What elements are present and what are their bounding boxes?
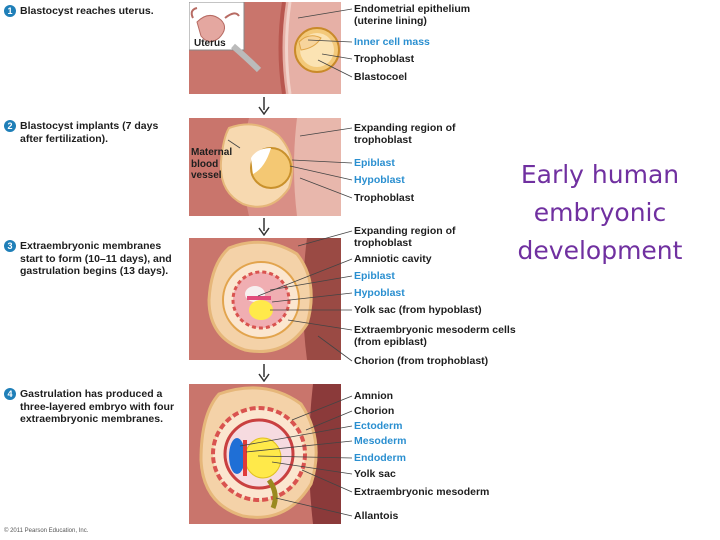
label-ectoderm: Ectoderm [354,420,403,432]
label-inner-cell-mass: Inner cell mass [354,36,430,48]
label-yolk-sac-4: Yolk sac [354,468,396,480]
label-endoderm: Endoderm [354,452,406,464]
step-2: 2 Blastocyst implants (7 days after ferti… [4,120,174,145]
label-expanding-trophoblast-3: Expanding region of trophoblast [354,225,456,249]
label-amniotic-cavity: Amniotic cavity [354,253,432,265]
label-extraembryonic-mesoderm: Extraembryonic mesoderm [354,486,490,498]
panel-3-image [189,238,341,360]
label-amnion: Amnion [354,390,394,402]
slide-title: Early human embryonic development [517,160,683,265]
uterus-label: Uterus [194,38,226,49]
step-4: 4 Gastrulation has produced a three-layer… [4,388,186,426]
label-epiblast-2: Epiblast [354,157,395,169]
down-arrow-icon [258,364,270,382]
label-blastocoel: Blastocoel [354,71,408,83]
label-allantois: Allantois [354,510,399,522]
label-expanding-trophoblast-2: Expanding region of trophoblast [354,122,456,146]
step-4-text: Gastrulation has produced a three-layere… [20,388,175,425]
label-extraembryonic-mesoderm-cells: Extraembryonic mesoderm cells (from epib… [354,324,516,348]
label-chorion-4: Chorion [354,405,395,417]
step-2-text: Blastocyst implants (7 days after fertil… [20,120,159,145]
step-2-badge: 2 [4,120,16,132]
step-1-text: Blastocyst reaches uterus. [20,5,154,17]
label-hypoblast-2: Hypoblast [354,174,405,186]
step-1-badge: 1 [4,5,16,17]
label-epiblast-3: Epiblast [354,270,395,282]
label-yolk-sac-3: Yolk sac (from hypoblast) [354,304,482,316]
label-mesoderm: Mesoderm [354,435,407,447]
copyright-notice: © 2011 Pearson Education, Inc. [4,528,89,534]
down-arrow-icon [258,218,270,236]
panel-4-image [189,384,341,524]
label-endometrial-epithelium: Endometrial epithelium (uterine lining) [354,3,471,27]
label-hypoblast-3: Hypoblast [354,287,405,299]
label-chorion-3: Chorion (from trophoblast) [354,355,489,367]
step-3-text: Extraembryonic membranes start to form (… [20,240,172,277]
label-trophoblast-2: Trophoblast [354,192,415,204]
step-3-badge: 3 [4,240,16,252]
step-1: 1 Blastocyst reaches uterus. [4,5,154,18]
label-trophoblast-1: Trophoblast [354,53,415,65]
step-3: 3 Extraembryonic membranes start to form … [4,240,186,278]
step-4-badge: 4 [4,388,16,400]
down-arrow-icon [258,97,270,115]
maternal-blood-vessel-label: Maternal blood vessel [191,147,233,181]
